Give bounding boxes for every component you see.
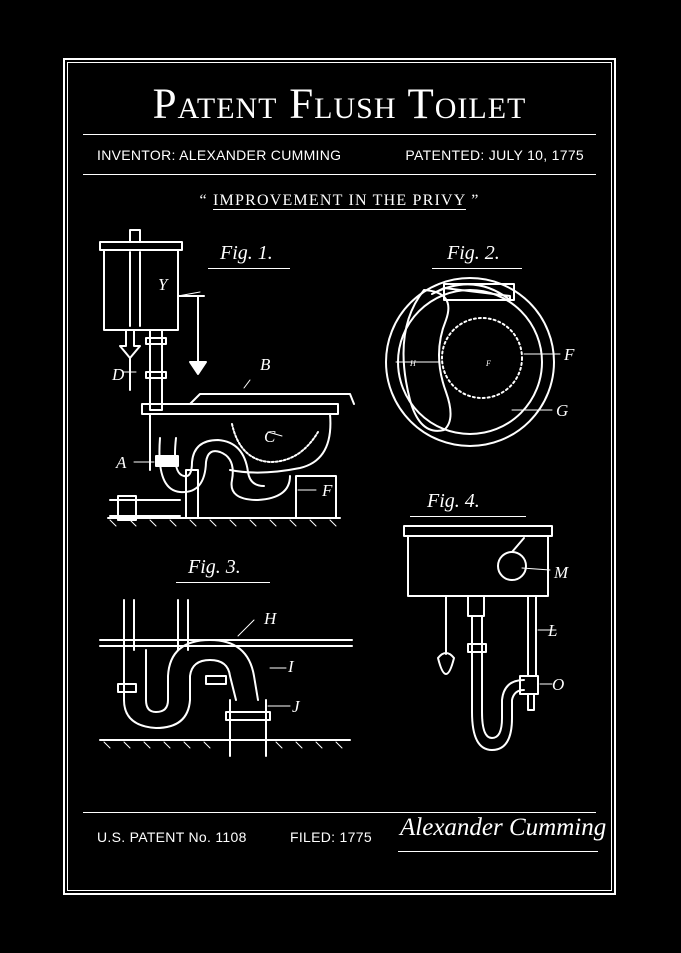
fig1-letter-b: B [260, 355, 271, 374]
title-divider [83, 134, 596, 135]
fig1-letter-y: Y [158, 275, 169, 294]
patent-number-text: U.S. PATENT No. 1108 [97, 829, 247, 845]
fig4-letter-o: O [552, 675, 564, 694]
fig3-letter-h: H [263, 609, 278, 628]
inner-border [67, 62, 612, 891]
fig2-letter-f: F [563, 345, 575, 364]
fig1-label: Fig. 1. [220, 242, 273, 264]
fig3-drawing [99, 599, 353, 757]
fig2-label-underline [432, 268, 522, 269]
close-quote: ” [471, 192, 480, 209]
subtitle-text: IMPROVEMENT IN THE PRIVY [213, 192, 466, 209]
patent-title: Patent Flush Toilet [152, 81, 527, 128]
fig3-letter-j: J [292, 697, 301, 716]
fig1-label-underline [208, 268, 290, 269]
fig3-label: Fig. 3. [188, 556, 241, 578]
patented-date-text: PATENTED: JULY 10, 1775 [405, 147, 584, 163]
signature-underline [398, 851, 598, 852]
patent-subtitle: “ IMPROVEMENT IN THE PRIVY ” [67, 192, 612, 210]
outer-border [63, 58, 616, 895]
fig2-letter-g: G [556, 401, 568, 420]
filed-text: FILED: 1775 [290, 829, 372, 845]
fig3-label-underline [176, 582, 270, 583]
fig4-label: Fig. 4. [427, 490, 480, 512]
fig1-letter-c: C [264, 427, 276, 446]
fig3-letter-i: I [287, 657, 295, 676]
meta-divider [83, 174, 596, 175]
open-quote: “ [199, 192, 208, 209]
inventor-text: INVENTOR: ALEXANDER CUMMING [97, 147, 342, 163]
fig2-label: Fig. 2. [447, 242, 500, 264]
fig4-drawing [403, 525, 557, 751]
fig2-letter-h: H [409, 359, 417, 368]
footer-divider [83, 812, 596, 813]
fig1-drawing [99, 229, 355, 527]
fig1-letter-d: D [111, 365, 125, 384]
fig1-letter-a: A [115, 453, 127, 472]
fig4-label-underline [410, 516, 526, 517]
fig2-letter-f-inner: F [485, 359, 491, 368]
fig4-letter-m: M [553, 563, 569, 582]
fig1-letter-f: F [321, 481, 333, 500]
fig4-letter-l: L [547, 621, 557, 640]
fig2-drawing [385, 277, 561, 447]
inventor-signature: Alexander Cumming [400, 814, 607, 841]
